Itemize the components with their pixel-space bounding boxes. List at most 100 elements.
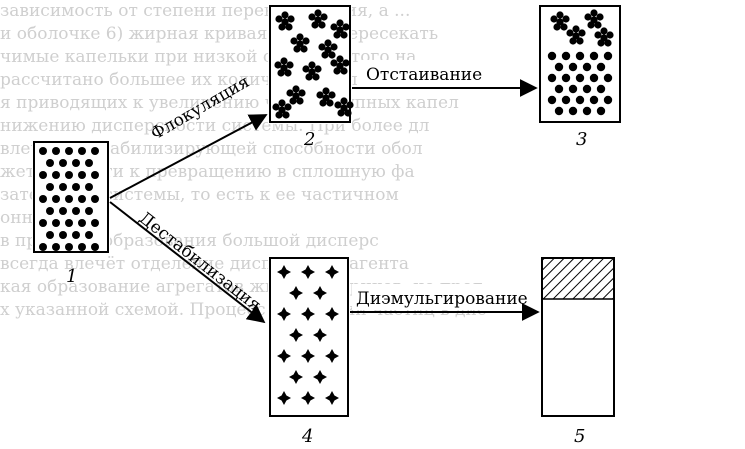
droplet (289, 97, 297, 105)
droplet (72, 207, 80, 215)
droplet (342, 23, 350, 31)
emulsion-box-initial (33, 141, 109, 253)
droplet (578, 29, 586, 37)
droplet (326, 99, 334, 107)
droplet (72, 183, 80, 191)
droplet (337, 109, 345, 117)
droplet (296, 33, 304, 41)
droplet (547, 73, 557, 83)
emulsion-box-separated (541, 257, 615, 417)
droplet (566, 29, 574, 37)
droplet (300, 45, 308, 53)
droplet (575, 51, 585, 61)
droplet (596, 13, 604, 21)
droplet (561, 73, 571, 83)
emulsion-box-destabilized (269, 257, 349, 417)
droplet (308, 61, 316, 69)
droplet (286, 61, 294, 69)
droplet (284, 69, 292, 77)
droplet (590, 9, 598, 17)
droplet (91, 243, 99, 251)
droplet (281, 11, 289, 19)
droplet (584, 13, 592, 21)
droplet (85, 159, 93, 167)
droplet (587, 21, 595, 29)
droplet (78, 171, 86, 179)
droplet (342, 59, 350, 67)
stage-number-4: 4 (301, 426, 313, 447)
droplet (346, 101, 354, 109)
droplet (275, 111, 283, 119)
label-demulsification: Диэмульгирование (356, 289, 528, 309)
droplet-flocs (272, 9, 354, 119)
droplet (597, 39, 605, 47)
droplet (554, 84, 564, 94)
droplet (280, 57, 288, 65)
droplet (322, 87, 330, 95)
droplet (46, 231, 54, 239)
droplet (344, 109, 352, 117)
droplet (72, 231, 80, 239)
droplet (274, 61, 282, 69)
droplet (562, 15, 570, 23)
droplet (293, 45, 301, 53)
droplet (560, 23, 568, 31)
droplet (287, 15, 295, 23)
droplet (569, 37, 577, 45)
droplet (39, 219, 47, 227)
destabilized-droplet (313, 286, 327, 300)
stage-number-5: 5 (574, 426, 585, 447)
droplet (604, 39, 612, 47)
droplet (554, 62, 564, 72)
droplet (336, 55, 344, 63)
droplet (298, 89, 306, 97)
droplet (575, 95, 585, 105)
destabilized-droplet (301, 265, 315, 279)
droplet (91, 195, 99, 203)
droplet (330, 43, 338, 51)
destabilized-droplet (289, 286, 303, 300)
droplet (561, 95, 571, 105)
droplet (52, 195, 60, 203)
droplet (334, 101, 342, 109)
droplet (59, 231, 67, 239)
droplet (39, 195, 47, 203)
droplet (603, 51, 613, 61)
droplet (575, 73, 585, 83)
destabilized-droplet (301, 307, 315, 321)
droplet (568, 84, 578, 94)
droplet (324, 39, 332, 47)
droplet (59, 159, 67, 167)
droplet (328, 51, 336, 59)
droplet (547, 95, 557, 105)
droplet (336, 19, 344, 27)
arrow-destabilization (109, 201, 266, 324)
droplet (91, 219, 99, 227)
droplet (277, 69, 285, 77)
droplet (52, 243, 60, 251)
droplet (72, 159, 80, 167)
droplet (319, 99, 327, 107)
droplet (282, 111, 290, 119)
droplet (589, 51, 599, 61)
destabilized-droplet (325, 391, 339, 405)
droplet (278, 23, 286, 31)
droplet (330, 23, 338, 31)
droplet (78, 243, 86, 251)
destabilized-droplet (277, 349, 291, 363)
droplet (333, 31, 341, 39)
droplet (589, 95, 599, 105)
droplet (330, 59, 338, 67)
droplet (603, 95, 613, 105)
droplet (589, 73, 599, 83)
droplet (46, 159, 54, 167)
label-destabilization: Дестабилизация (135, 208, 265, 316)
droplet (568, 106, 578, 116)
droplet (547, 51, 557, 61)
droplet (52, 171, 60, 179)
destabilized-droplet (313, 328, 327, 342)
droplet (305, 73, 313, 81)
stage-number-1: 1 (66, 266, 77, 287)
droplet (568, 62, 578, 72)
droplet (39, 147, 47, 155)
